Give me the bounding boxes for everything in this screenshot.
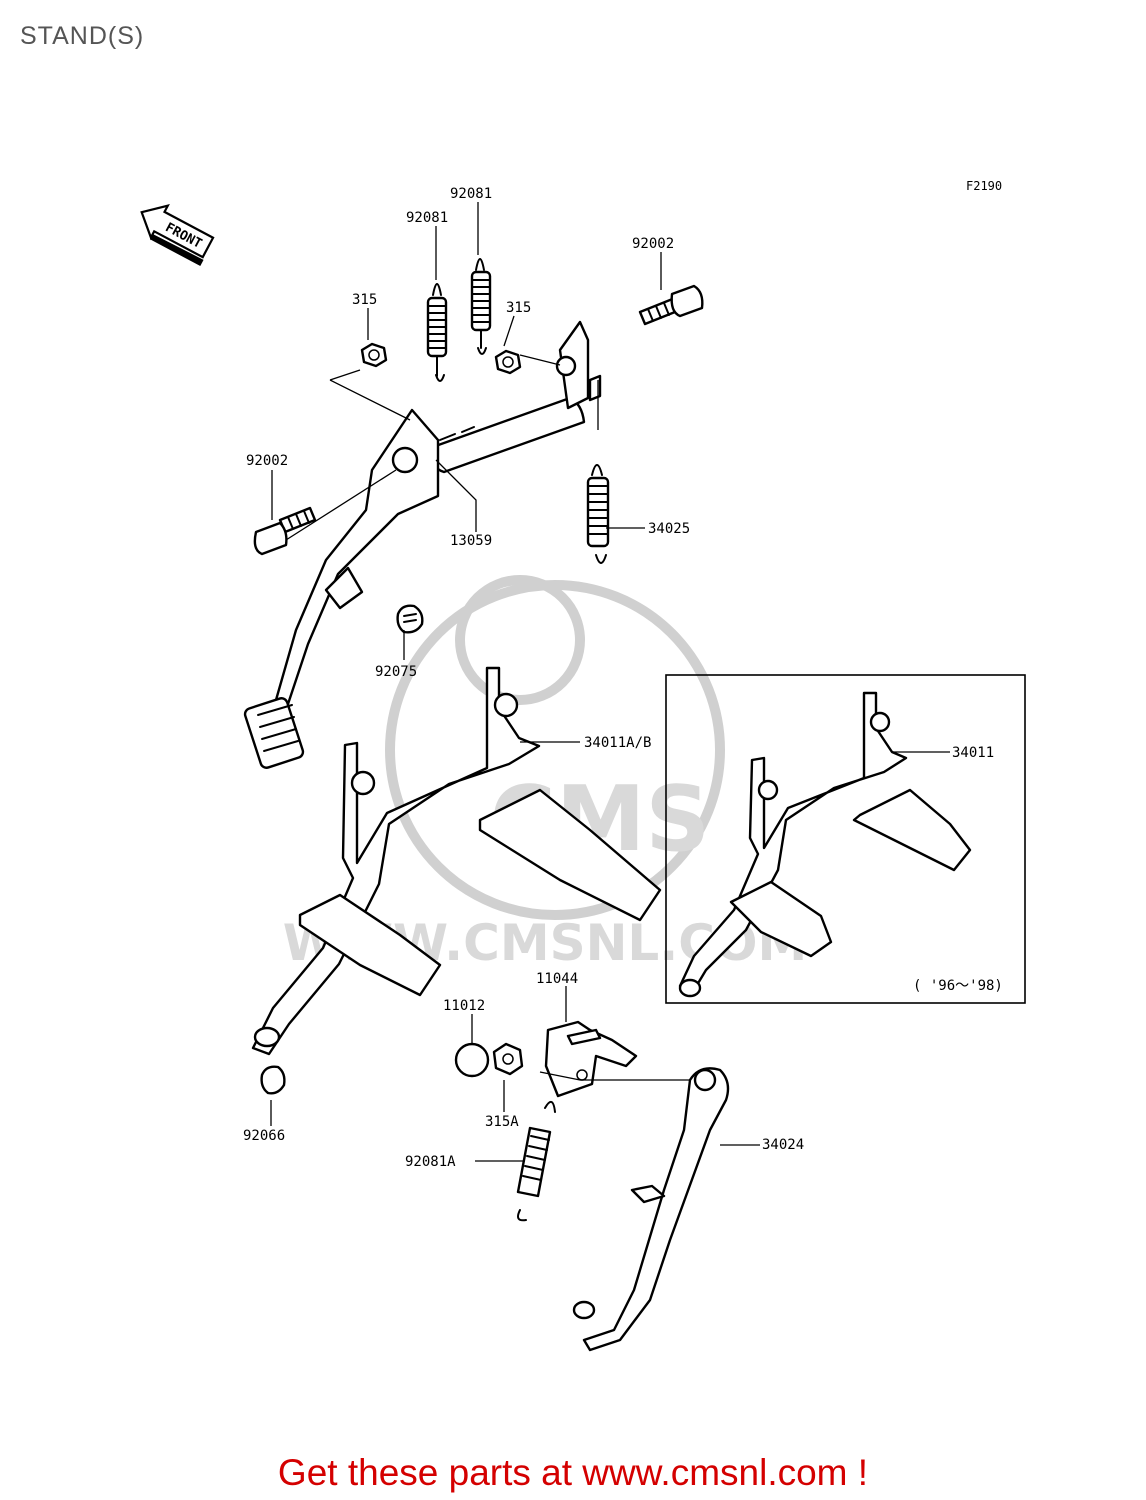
page-title: STAND(S)	[20, 22, 145, 50]
cap-92066-icon	[260, 1065, 286, 1095]
nut-315A-icon	[492, 1042, 524, 1076]
spring-92081-right-icon	[470, 258, 492, 355]
label-92081-left: 92081	[406, 210, 448, 226]
bolt-92002-left-icon	[253, 506, 317, 556]
center-stand-main-icon	[251, 666, 662, 1056]
shaft-13059-icon	[428, 320, 602, 474]
leader-lines	[270, 202, 950, 1162]
label-11012: 11012	[443, 998, 485, 1014]
figure-code: F2190	[966, 179, 1002, 193]
nut-315-right-icon	[494, 349, 522, 375]
spring-34025-icon	[586, 464, 610, 564]
center-stand-inset-icon	[678, 691, 972, 998]
label-34011-inset: 34011	[952, 745, 994, 761]
side-stand-34024-icon	[572, 1067, 730, 1352]
bolt-92002-upper-icon	[638, 284, 704, 326]
bracket-11044-icon	[544, 1020, 638, 1098]
label-34011AB: 34011A/B	[584, 735, 651, 751]
cap-92075-icon	[396, 604, 424, 634]
label-92002-left: 92002	[246, 453, 288, 469]
front-arrow-icon: FRONT	[140, 204, 215, 267]
label-92081A: 92081A	[405, 1154, 456, 1170]
label-315-right: 315	[506, 300, 531, 316]
nut-315-left-icon	[360, 342, 388, 368]
label-13059: 13059	[450, 533, 492, 549]
label-92002-upper: 92002	[632, 236, 674, 252]
label-315A: 315A	[485, 1114, 519, 1130]
stand-pedal-arm-icon	[243, 408, 440, 769]
label-315-left: 315	[352, 292, 377, 308]
label-34025: 34025	[648, 521, 690, 537]
footer-link[interactable]: Get these parts at www.cmsnl.com !	[277, 1452, 869, 1493]
inset-years-label: ( '96〜'98)	[913, 978, 1003, 994]
spring-92081-left-icon	[426, 283, 448, 382]
inset-box	[665, 674, 1026, 1004]
label-92081-top: 92081	[450, 186, 492, 202]
rubber-11012-icon	[454, 1042, 490, 1078]
label-11044: 11044	[536, 971, 578, 987]
label-92075: 92075	[375, 664, 417, 680]
label-92066: 92066	[243, 1128, 285, 1144]
spring-92081A-icon	[516, 1101, 556, 1222]
label-34024: 34024	[762, 1137, 804, 1153]
